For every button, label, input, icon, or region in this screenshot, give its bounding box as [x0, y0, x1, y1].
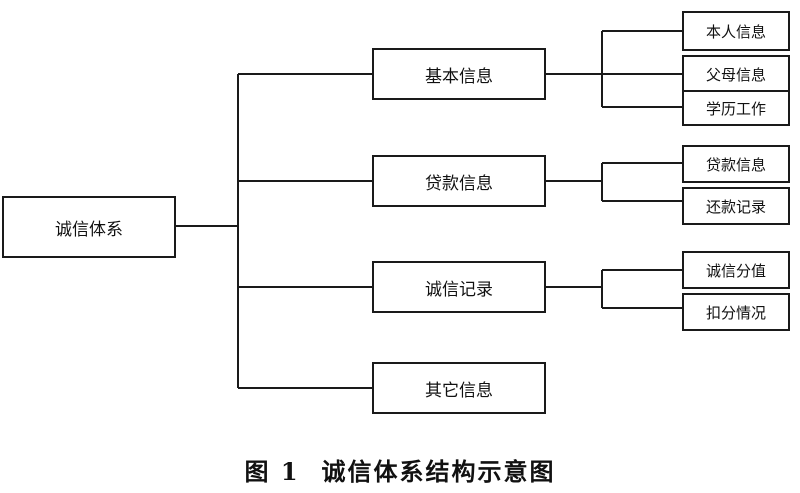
- leaf-node-personal-info: 本人信息: [682, 11, 790, 51]
- root-node: 诚信体系: [2, 196, 176, 258]
- leaf-node-credit-score: 诚信分值: [682, 251, 790, 289]
- branch-node-credit-record: 诚信记录: [372, 261, 546, 313]
- leaf-node-deduction-status: 扣分情况: [682, 293, 790, 331]
- branch-node-basic-info: 基本信息: [372, 48, 546, 100]
- connector-lines: [176, 30, 682, 389]
- figure-title: 诚信体系结构示意图: [321, 457, 556, 486]
- leaf-node-loan-info: 贷款信息: [682, 145, 790, 183]
- branch-node-other-info: 其它信息: [372, 362, 546, 414]
- leaf-node-parents-info: 父母信息: [682, 55, 790, 93]
- leaf-node-education-work: 学历工作: [682, 90, 790, 126]
- figure-caption: 图 1 诚信体系结构示意图: [0, 452, 800, 487]
- branch-node-loan-info: 贷款信息: [372, 155, 546, 207]
- figure-number: 图 1: [244, 457, 300, 486]
- leaf-node-repayment-record: 还款记录: [682, 187, 790, 225]
